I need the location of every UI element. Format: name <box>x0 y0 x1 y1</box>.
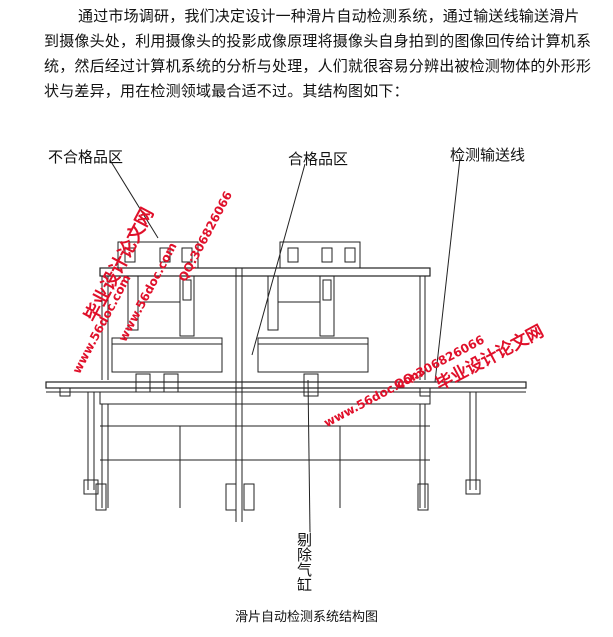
figure-caption: 滑片自动检测系统结构图 <box>234 610 378 625</box>
label-reject-zone: 不合格品区 <box>48 148 124 166</box>
intro-paragraph: 通过市场调研，我们决定设计一种滑片自动检测系统，通过输送线输送滑片到摄像头处，利… <box>44 7 592 100</box>
machine-drawing <box>45 157 527 533</box>
label-reject-cylinder: 剔除气缸 <box>295 532 313 592</box>
structure-diagram: 不合格品区 合格品区 检测输送线 剔除气缸 毕业设计论文网 www.56doc.… <box>40 130 585 592</box>
label-pass-zone: 合格品区 <box>288 150 349 168</box>
label-conveyor: 检测输送线 <box>450 146 526 164</box>
leader-reject-cylinder <box>307 379 311 533</box>
leader-reject-zone <box>109 159 159 239</box>
leader-pass-zone <box>251 163 306 356</box>
leader-conveyor <box>434 157 461 383</box>
